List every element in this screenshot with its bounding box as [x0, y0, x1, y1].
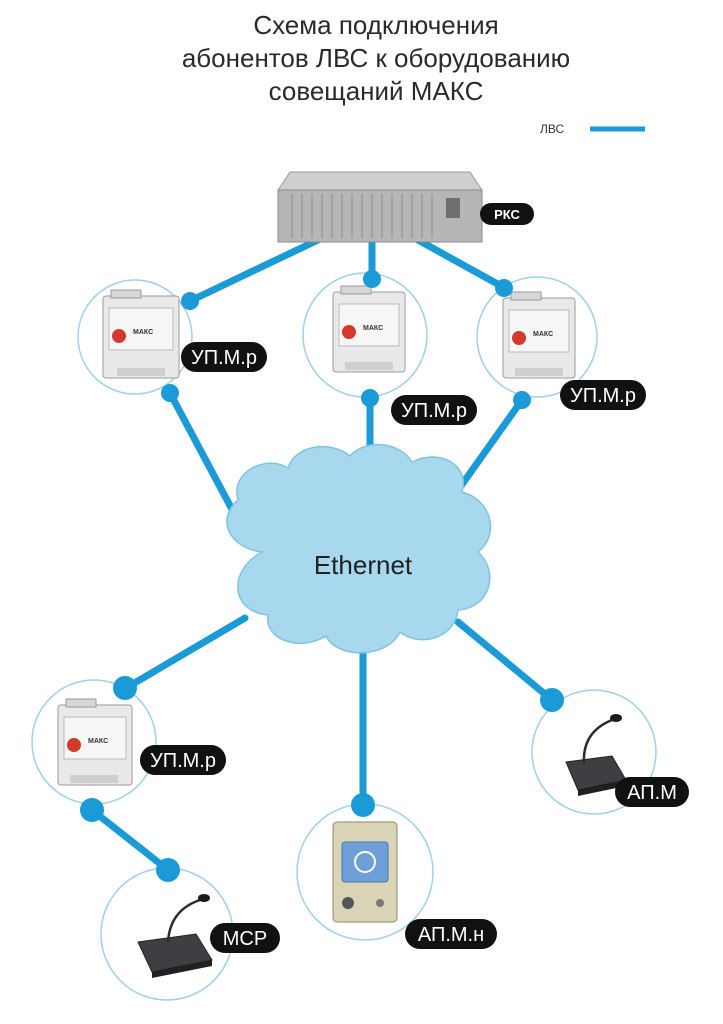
label-up2: УП.М.р: [401, 400, 467, 422]
links: [88, 236, 556, 874]
up-device-1: МАКС: [102, 289, 180, 379]
apmn-speaker-icon: [354, 851, 376, 873]
mcr-base-side: [152, 960, 212, 978]
diagram-title: Схема подключения абонентов ЛВС к оборуд…: [182, 10, 570, 106]
link-up3-cloud: [454, 396, 526, 494]
device-base: [70, 775, 118, 783]
dot-apmn: [351, 793, 375, 817]
title-line-1: Схема подключения: [253, 10, 498, 40]
device-brand: МАКС: [533, 331, 553, 338]
up-device-3: МАКС: [502, 291, 576, 379]
link-rks-up3: [414, 236, 507, 291]
device-panel: [108, 307, 174, 351]
device-logo: [342, 325, 356, 339]
link-up4-mcr: [88, 806, 172, 874]
apmn-panel: [341, 841, 389, 883]
device-base: [117, 368, 165, 376]
rks-label: РКС: [494, 207, 520, 222]
title-line-2: абонентов ЛВС к оборудованию: [182, 43, 570, 73]
cloud-shape: [226, 443, 492, 654]
label-apmn: АП.М.н: [418, 924, 484, 946]
dot-up3-top: [495, 279, 513, 297]
device-panel: [63, 716, 127, 760]
label-up4: УП.М.р: [150, 750, 216, 772]
label-bg-up2: [391, 395, 477, 425]
link-cloud-apm: [454, 618, 556, 704]
apm-base-side: [578, 780, 626, 796]
label-bg-apm: [615, 777, 689, 807]
dot-up1-bottom: [161, 384, 179, 402]
label-bg-up4: [140, 745, 226, 775]
device-brand: МАКС: [133, 329, 153, 336]
legend: ЛВС: [540, 122, 645, 136]
ethernet-cloud: Ethernet: [226, 443, 492, 654]
dot-apm: [540, 688, 564, 712]
dot-up4-bottom: [80, 798, 104, 822]
label-bg-mcr: [210, 923, 280, 953]
device-brand: МАКС: [88, 738, 108, 745]
apm-gooseneck: [582, 718, 613, 765]
device-terminal: [110, 289, 142, 299]
rks-power-switch: [446, 198, 460, 218]
mcr-mic-head: [198, 894, 210, 902]
mcr-gooseneck: [166, 898, 201, 943]
rks-top: [277, 171, 483, 191]
mcr-console: [137, 894, 213, 978]
apm-station: [565, 714, 627, 796]
device-terminal: [340, 285, 372, 295]
dot-up3-bottom: [513, 391, 531, 409]
connection-dots: [80, 270, 564, 882]
device-terminal: [510, 291, 542, 301]
node-labels: УП.М.р УП.М.р УП.М.р УП.М.р МСР АП.М.н А…: [140, 342, 689, 953]
apmn-button: [342, 897, 354, 909]
label-bg-up3: [560, 380, 646, 410]
apm-mic-head: [610, 714, 622, 722]
device-brand: МАКС: [363, 325, 383, 332]
label-up3: УП.М.р: [570, 385, 636, 407]
dot-up4-top: [113, 676, 137, 700]
device-terminal: [65, 698, 97, 708]
link-cloud-up4: [122, 614, 249, 692]
link-rks-up1: [184, 236, 322, 306]
dot-mcr: [156, 858, 180, 882]
dot-up2-top: [363, 270, 381, 288]
legend-label: ЛВС: [540, 122, 564, 136]
up-device-4: МАКС: [57, 698, 133, 786]
apmn-station: [332, 821, 398, 923]
up-device-2: МАКС: [332, 285, 406, 373]
rks-server: РКС: [277, 171, 534, 243]
dot-up1-top: [181, 292, 199, 310]
label-bg-up1: [181, 342, 267, 372]
device-base: [515, 368, 563, 376]
device-logo: [112, 329, 126, 343]
device-base: [345, 362, 393, 370]
title-line-3: совещаний МАКС: [269, 76, 484, 106]
device-logo: [512, 331, 526, 345]
dot-up2-bottom: [361, 389, 379, 407]
apmn-jack: [376, 899, 384, 907]
rks-slots: [291, 194, 433, 238]
rks-label-bg: [480, 203, 534, 225]
label-bg-apmn: [405, 919, 497, 949]
cloud-label: Ethernet: [314, 550, 413, 580]
label-mcr: МСР: [223, 928, 267, 950]
device-logo: [67, 738, 81, 752]
label-up1: УП.М.р: [191, 347, 257, 369]
label-apm: АП.М: [627, 782, 677, 804]
